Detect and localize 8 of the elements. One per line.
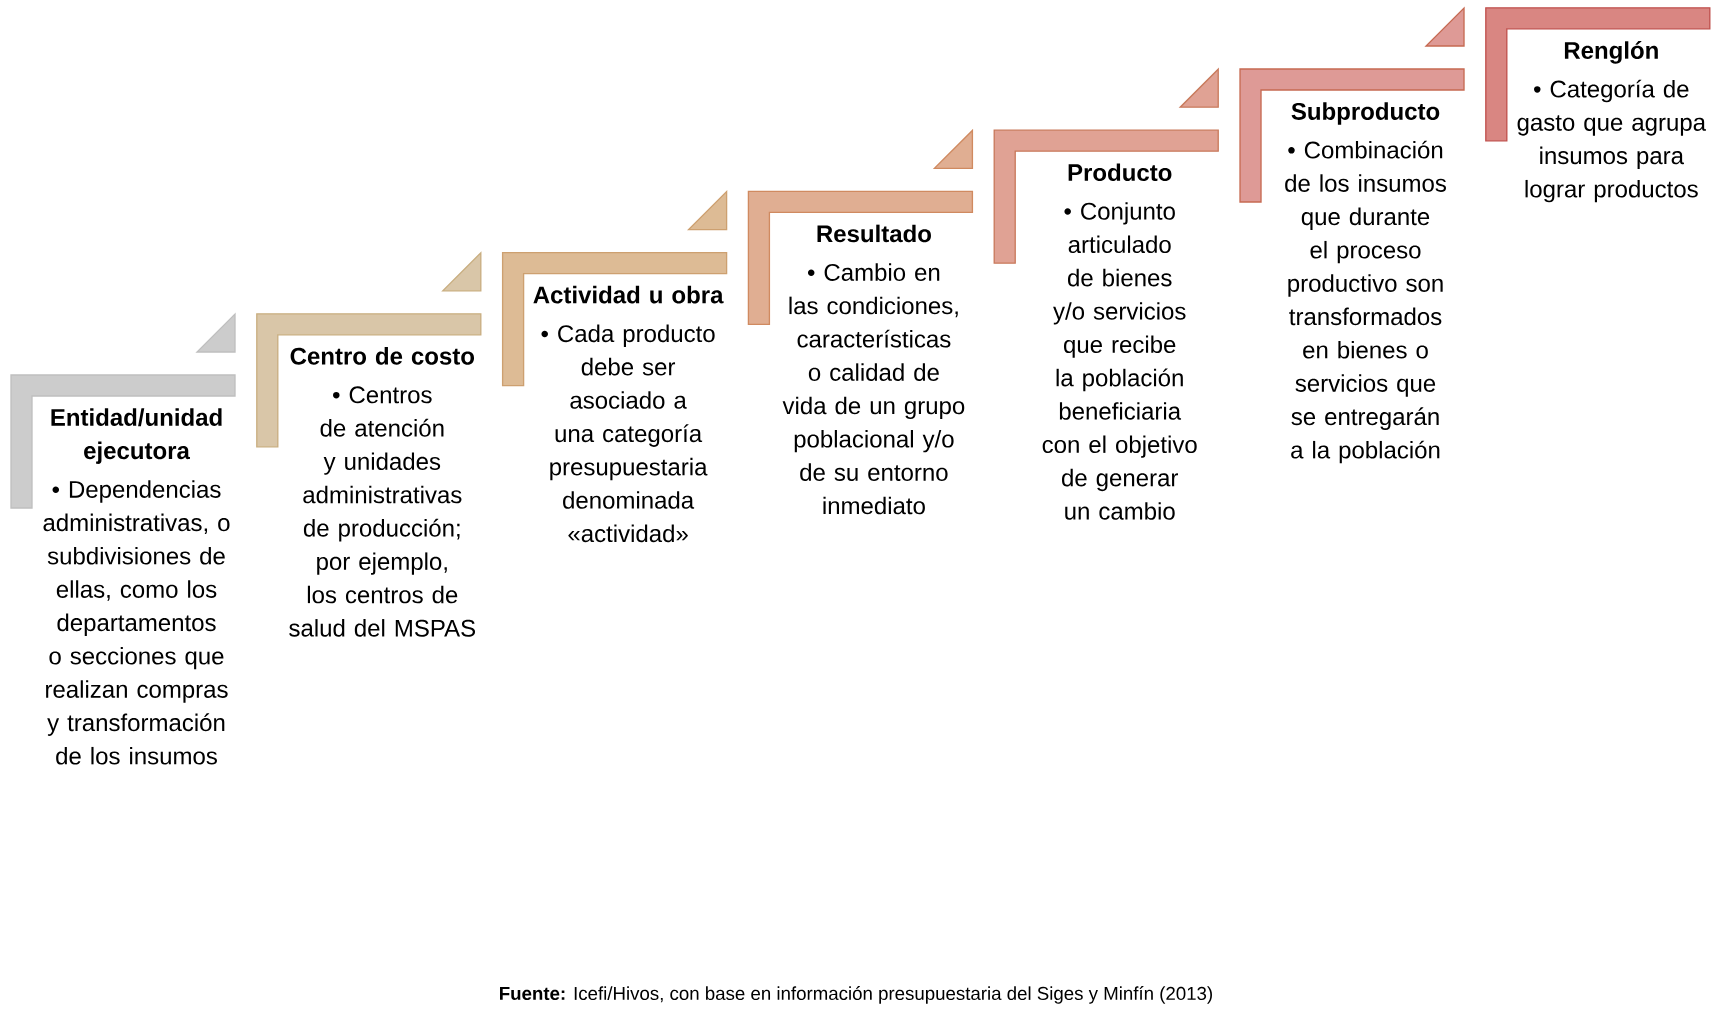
source-note: Fuente: Icefi/Hivos, con base en información presupuestaria del Siges y Minfín (2013) (500, 986, 1212, 1004)
node-label: y unidades administrativas de producción; por ejemplo, los centros de salud del MSPAS (289, 452, 476, 637)
node-label: insumos para lograr productos (1525, 146, 1698, 203)
node-label: de bienes y/o servicios que recibe la población beneficiaria con el objetivo de generar un cambio (1042, 268, 1197, 520)
node-label: asociado a una categoría presupuestaria denominada «actividad» (550, 391, 708, 543)
node-label: características o calidad de vida de un grupo poblacional y/o de su entorno inmediato (782, 329, 965, 515)
node-label: administrativas, o subdivisiones de ellas, como los departamentos o secciones que realizan compras y transformación de los insumos (43, 513, 230, 765)
node-label: que durante el proceso productivo son transformados en bienes o servicios que se entregarán a la población (1288, 207, 1443, 464)
